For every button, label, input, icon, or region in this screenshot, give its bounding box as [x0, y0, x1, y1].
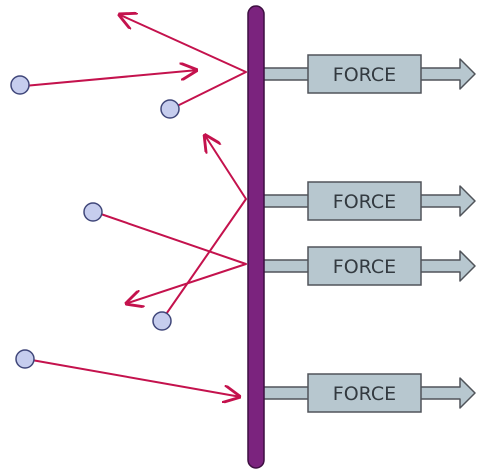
- particle-4-path: [94, 211, 247, 304]
- force-arrow-1: FORCE: [257, 54, 476, 94]
- force-box: [307, 181, 422, 221]
- particle-2-path: [118, 14, 247, 110]
- force-box: [307, 373, 422, 413]
- force-label-2: FORCE: [333, 191, 396, 213]
- force-label-3: FORCE: [333, 256, 396, 278]
- particle-5-icon: [152, 311, 172, 331]
- particle-1-icon: [10, 75, 30, 95]
- particle-4-icon: [83, 202, 103, 222]
- container-wall: [247, 5, 265, 469]
- force-label-1: FORCE: [333, 64, 396, 86]
- force-label-4: FORCE: [333, 383, 396, 405]
- particle-6-icon: [15, 349, 35, 369]
- particle-paths: [23, 14, 247, 397]
- particle-1-path: [23, 70, 198, 87]
- force-box: [307, 54, 422, 94]
- particle-2-icon: [160, 99, 180, 119]
- particle-6-path: [25, 358, 241, 397]
- force-box: [307, 246, 422, 286]
- force-arrow-3: FORCE: [257, 246, 476, 286]
- force-arrow-2: FORCE: [257, 181, 476, 221]
- particle-5-path: [161, 134, 247, 321]
- particles: [10, 75, 180, 369]
- force-arrows: FORCE FORCE FORCE FORCE: [257, 54, 476, 413]
- force-arrow-4: FORCE: [257, 373, 476, 413]
